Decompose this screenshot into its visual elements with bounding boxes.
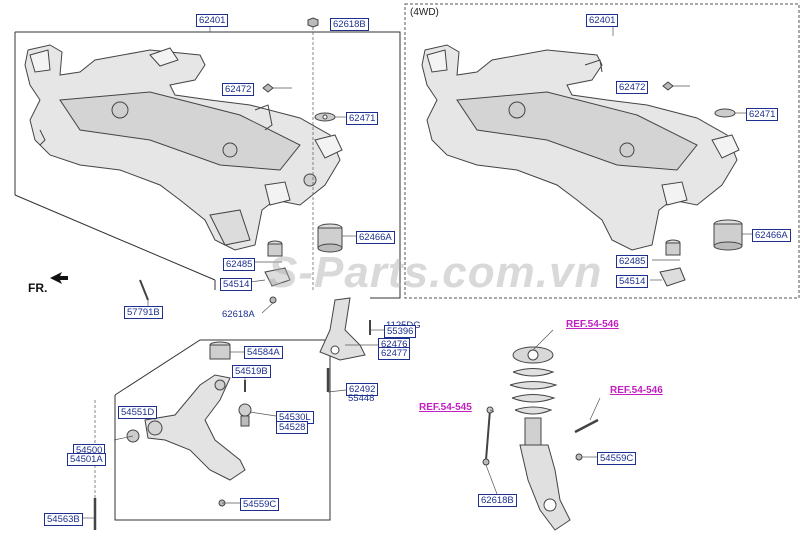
part-label-62477[interactable]: 62477 (378, 347, 411, 360)
part-label-55448[interactable]: 55448 (348, 393, 375, 404)
part-label-57791b[interactable]: 57791B (124, 306, 163, 319)
stabilizer-link (485, 409, 491, 461)
part-label-62472[interactable]: 62472 (222, 83, 255, 96)
part-label-62401-4wd[interactable]: 62401 (586, 14, 619, 27)
nut-54559c-right (575, 453, 583, 461)
washer-62472-left (262, 83, 274, 93)
lower-arm (126, 374, 246, 481)
part-label-62618a[interactable]: 62618A (222, 309, 255, 320)
part-label-62472-4wd[interactable]: 62472 (616, 81, 649, 94)
bolt-57791b (139, 279, 149, 301)
part-label-62471[interactable]: 62471 (346, 112, 379, 125)
bushing-62485-right (665, 239, 681, 256)
nut-62618b-right (482, 458, 490, 466)
front-arrow-icon (50, 272, 68, 284)
part-label-54551d[interactable]: 54551D (118, 406, 158, 419)
part-label-54563b[interactable]: 54563B (44, 513, 83, 526)
part-label-55396[interactable]: 55396 (384, 325, 417, 338)
part-label-62492[interactable]: 62492 (346, 383, 379, 396)
main-frame-boundary (15, 31, 401, 299)
4wd-dashed-box (404, 3, 800, 299)
watermark-text: S-Parts.com.vn (268, 248, 603, 297)
ref-link-54-546-top[interactable]: REF.54-546 (566, 319, 619, 330)
bracket-54514-right (659, 267, 686, 287)
part-label-62485-4wd[interactable]: 62485 (616, 255, 649, 268)
bushing-62466a-right (713, 219, 743, 251)
ref-link-54-546-right[interactable]: REF.54-546 (610, 385, 663, 396)
direction-label: FR. (28, 281, 48, 295)
variant-label: (4WD) (410, 7, 439, 18)
part-label-54519b[interactable]: 54519B (232, 365, 271, 378)
bushing-54584a (209, 341, 231, 360)
part-label-54559c[interactable]: 54559C (240, 498, 280, 511)
washer-62471-right (714, 108, 736, 118)
part-label-54584a[interactable]: 54584A (244, 346, 283, 359)
subframe-right (421, 44, 740, 251)
bracket-62476 (319, 297, 366, 361)
part-label-62471-4wd[interactable]: 62471 (746, 108, 779, 121)
bracket-54514-left (264, 267, 291, 287)
part-label-54528[interactable]: 54528 (276, 421, 309, 434)
ball-joint-54530l (238, 403, 252, 427)
bolt-strut (574, 418, 599, 434)
part-label-54559c-strut[interactable]: 54559C (597, 452, 637, 465)
part-label-54514[interactable]: 54514 (220, 278, 253, 291)
part-label-62618b[interactable]: 62618B (330, 18, 369, 31)
bushing-62485-left (267, 240, 283, 257)
lower-arm-box (114, 339, 331, 521)
washer-62472-right (662, 81, 674, 91)
part-label-62466a[interactable]: 62466A (356, 231, 395, 244)
part-label-62466a-4wd[interactable]: 62466A (752, 229, 791, 242)
part-label-54514-4wd[interactable]: 54514 (616, 275, 649, 288)
ref-link-54-545[interactable]: REF.54-545 (419, 402, 472, 413)
part-label-62401[interactable]: 62401 (196, 14, 229, 27)
part-label-62618b-link[interactable]: 62618B (478, 494, 517, 507)
part-label-54501a[interactable]: 54501A (67, 453, 106, 466)
part-label-62485[interactable]: 62485 (223, 258, 256, 271)
strut-assembly (509, 346, 571, 531)
bushing-62466a-left (317, 223, 343, 253)
nut-62618b-top (307, 17, 319, 28)
subframe-left (24, 44, 343, 251)
